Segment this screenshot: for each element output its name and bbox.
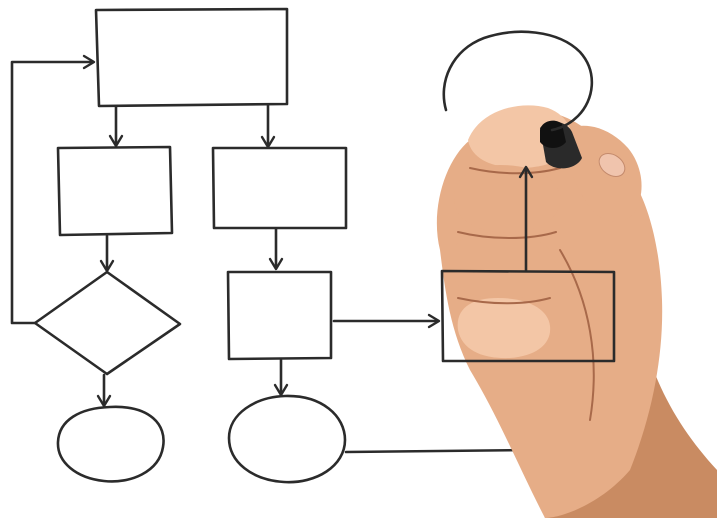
arrow-middle-box-to-lower-box-head (268, 257, 284, 271)
middle-process-box (211, 146, 348, 230)
arrow-right-box-to-top-oval-head (518, 165, 534, 179)
arrow-diamond-to-oval-head (96, 394, 112, 408)
arrow-lower-box-to-right-box-head (427, 313, 441, 329)
loop-back-line (10, 60, 95, 325)
knuckle-crease-1 (469, 167, 561, 175)
top-process-box (94, 7, 289, 108)
top-right-terminal-oval (442, 30, 594, 132)
ring-finger (449, 232, 556, 300)
right-process-box (440, 269, 616, 363)
middle-finger (454, 165, 561, 233)
left-terminal-oval (56, 405, 165, 483)
hand (436, 105, 717, 518)
knuckle-crease-3 (457, 297, 551, 305)
decision-diamond (33, 270, 182, 376)
loop-back-arrow-head (82, 54, 96, 70)
thumb (564, 125, 642, 222)
palm-crease (559, 249, 595, 421)
arrow-top-to-left-box-head (108, 134, 124, 148)
thumb-nail (598, 153, 626, 177)
left-process-box (56, 145, 174, 237)
middle-lower-process-box (226, 270, 333, 361)
marker-tip (540, 120, 566, 148)
middle-terminal-oval (227, 394, 347, 484)
little-finger (457, 298, 551, 359)
knuckle-crease-2 (457, 231, 557, 239)
flowchart-over-hand (440, 30, 616, 363)
